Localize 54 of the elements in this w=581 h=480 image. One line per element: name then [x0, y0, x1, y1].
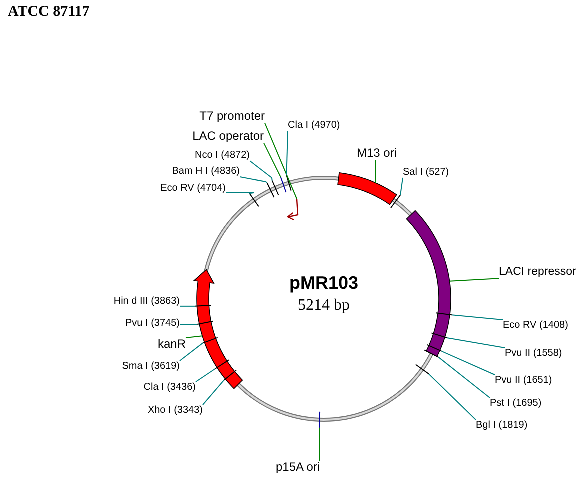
leader-line — [375, 160, 376, 184]
leader-line — [451, 314, 504, 320]
leader-line — [428, 374, 476, 420]
site-tick — [249, 193, 260, 208]
site-tick — [415, 364, 430, 375]
feature-label: LACI repressor — [499, 266, 576, 279]
leader-line — [240, 176, 268, 184]
leader-line — [400, 178, 404, 196]
leader-line — [264, 122, 298, 200]
gene-segment — [338, 172, 398, 206]
plasmid-size: 5214 bp — [297, 297, 351, 315]
site-label: Pvu II (1558) — [505, 348, 562, 359]
site-label: Eco RV (1408) — [503, 320, 568, 331]
leader-line — [264, 142, 282, 178]
leader-line — [186, 336, 204, 338]
leader-line — [319, 427, 320, 462]
leader-line — [226, 192, 254, 194]
site-label: Bam H I (4836) — [172, 166, 240, 177]
site-tick — [286, 175, 292, 192]
feature-label: LAC operator — [192, 130, 264, 144]
leader-line — [180, 306, 196, 307]
leader-line — [438, 357, 490, 398]
site-label: Eco RV (4704) — [160, 183, 226, 194]
leader-line — [441, 350, 496, 376]
site-tick — [319, 411, 321, 428]
plasmid-name: pMR103 — [288, 273, 360, 294]
feature-label: kanR — [158, 338, 186, 352]
feature-label: p15A ori — [276, 461, 320, 474]
site-tick — [272, 180, 280, 196]
site-label: Cla I (4970) — [288, 120, 340, 131]
site-tick — [280, 176, 287, 193]
leader-line — [286, 130, 288, 176]
site-label: Xho I (3343) — [148, 405, 203, 416]
site-label: Pvu I (3745) — [126, 318, 180, 329]
leader-line — [202, 380, 225, 406]
site-label: Pst I (1695) — [490, 398, 542, 409]
leader-line — [250, 160, 273, 182]
leader-line — [446, 338, 506, 348]
leader-line — [180, 342, 204, 362]
site-label: Hin d III (3863) — [114, 296, 180, 307]
leader-line — [196, 368, 216, 382]
feature-label: M13 ori — [357, 147, 398, 160]
title: ATCC 87117 — [8, 4, 90, 21]
site-label: Cla I (3436) — [144, 382, 196, 393]
site-label: Sma I (3619) — [122, 361, 180, 372]
leader-line — [180, 324, 198, 325]
gene-segment — [406, 210, 452, 358]
leader-line — [449, 278, 500, 282]
site-tick — [266, 182, 275, 198]
site-label: Nco I (4872) — [194, 150, 250, 161]
feature-label: T7 promoter — [200, 110, 265, 124]
site-label: Pvu II (1651) — [495, 375, 552, 386]
site-label: Bgl I (1819) — [476, 420, 528, 431]
site-label: Sal I (527) — [403, 167, 450, 178]
